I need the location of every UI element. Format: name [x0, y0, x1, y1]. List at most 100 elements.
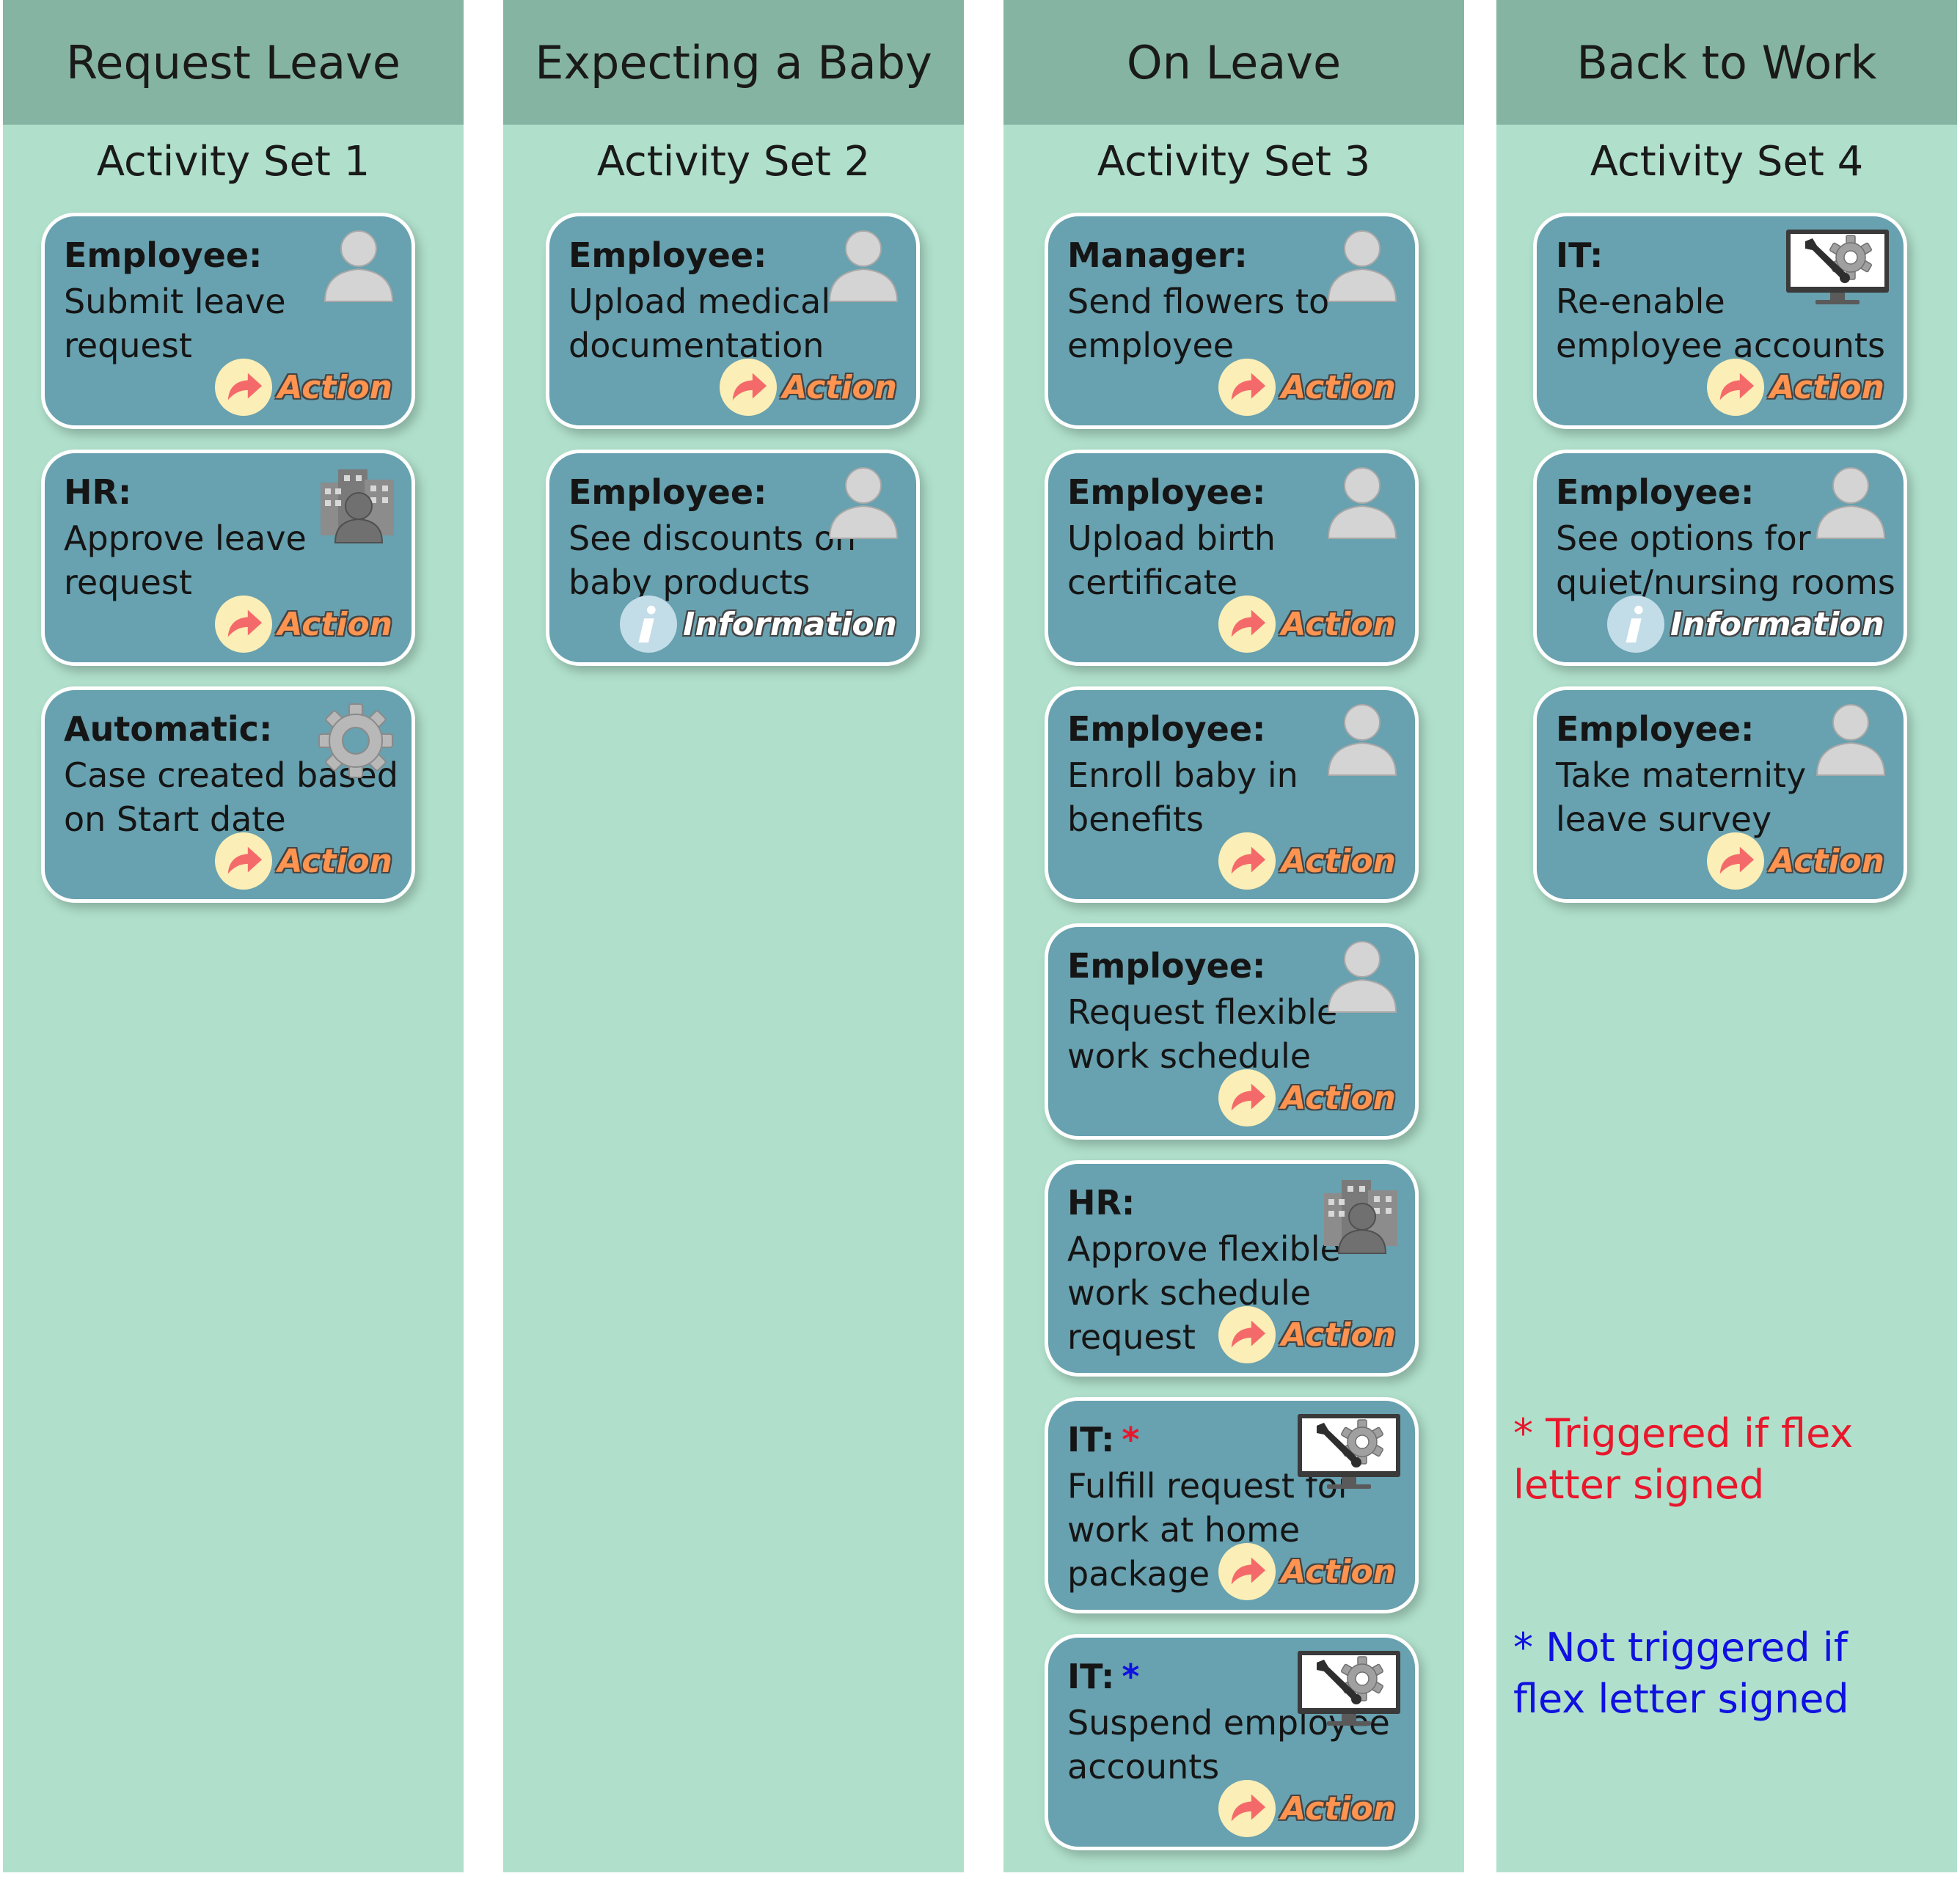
badge-label: Action — [782, 368, 897, 406]
action-badge[interactable]: Action — [1218, 832, 1396, 890]
activity-card[interactable]: Employee: Upload medical documentation Ac… — [546, 213, 920, 429]
card-role: HR: — [1067, 1183, 1135, 1223]
card-role: HR: — [64, 472, 131, 512]
role-label: IT: — [1067, 1657, 1115, 1696]
activity-card[interactable]: Automatic:Case created based on Start da… — [41, 686, 415, 903]
role-label: Employee: — [1556, 709, 1755, 749]
role-label: Employee: — [568, 235, 767, 275]
activity-set-title: Activity Set 2 — [596, 138, 871, 186]
action-badge[interactable]: Action — [1218, 1305, 1396, 1364]
info-icon — [1607, 596, 1665, 653]
action-badge[interactable]: Action — [214, 358, 392, 417]
information-badge[interactable]: Information — [620, 595, 897, 653]
role-label: Employee: — [1067, 709, 1266, 749]
arrow-right-icon — [1218, 359, 1276, 416]
card-description: Request flexible work schedule — [1067, 992, 1338, 1076]
person-icon — [1317, 700, 1405, 781]
activity-card[interactable]: IT:Re-enable employee accounts Action — [1533, 213, 1907, 429]
action-badge[interactable]: Action — [1218, 1779, 1396, 1838]
action-badge[interactable]: Action — [1706, 358, 1884, 417]
card-role: IT: — [1556, 235, 1603, 275]
lane-header: Back to Work — [1496, 0, 1957, 125]
arrow-right-icon — [214, 359, 272, 416]
card-role: Employee: — [1067, 946, 1265, 986]
arrow-right-icon — [1218, 1306, 1276, 1363]
role-label: Employee: — [568, 472, 767, 512]
it-monitor-tools-icon — [1295, 1648, 1405, 1729]
it-monitor-tools-icon — [1783, 227, 1893, 307]
activity-card[interactable]: Employee:See discounts on baby products … — [546, 450, 920, 666]
person-icon — [1317, 227, 1405, 307]
card-role: IT:* — [1067, 1657, 1139, 1696]
activity-card[interactable]: Employee:Enroll baby in benefits Action — [1045, 686, 1419, 903]
card-description: Fulfill request for work at home package — [1067, 1466, 1352, 1594]
card-description: Upload birth certificate — [1067, 519, 1276, 602]
action-badge[interactable]: Action — [719, 358, 897, 417]
card-role: Employee: — [1067, 709, 1265, 749]
card-role: IT:* — [1067, 1420, 1139, 1459]
action-badge[interactable]: Action — [1218, 595, 1396, 653]
card-description: Upload medical documentation — [568, 282, 831, 365]
role-label: HR: — [1067, 1183, 1136, 1223]
lane-header: Expecting a Baby — [503, 0, 964, 125]
role-label: Employee: — [1067, 472, 1266, 512]
badge-label: Action — [1281, 368, 1396, 406]
person-icon — [818, 463, 906, 544]
role-label: IT: — [1067, 1420, 1115, 1459]
lane-header: Request Leave — [3, 0, 464, 125]
lane-header: On Leave — [1003, 0, 1464, 125]
activity-card[interactable]: Employee: Upload birth certificate Action — [1045, 450, 1419, 666]
action-badge[interactable]: Action — [214, 595, 392, 653]
action-badge[interactable]: Action — [1218, 358, 1396, 417]
card-role: Employee: — [64, 235, 262, 275]
card-role: Employee: — [1556, 709, 1754, 749]
badge-label: Action — [1281, 1553, 1396, 1591]
role-label: Employee: — [64, 235, 263, 275]
card-description: See discounts on baby products — [568, 519, 857, 602]
badge-label: Information — [683, 605, 897, 643]
person-icon — [313, 227, 401, 307]
hr-building-icon — [313, 463, 401, 544]
person-icon — [1317, 463, 1405, 544]
activity-card[interactable]: HR: Approve leave request Action — [41, 450, 415, 666]
activity-set-title: Activity Set 1 — [96, 138, 370, 186]
person-icon — [1805, 700, 1893, 781]
card-description: Send flowers to employee — [1067, 282, 1330, 365]
badge-label: Action — [1281, 842, 1396, 880]
action-badge[interactable]: Action — [1706, 832, 1884, 890]
activity-card[interactable]: Employee:Submit leave request Action — [41, 213, 415, 429]
role-label: Manager: — [1067, 235, 1248, 275]
role-label: HR: — [64, 472, 132, 512]
gear-icon — [313, 700, 401, 781]
arrow-right-icon — [1706, 359, 1764, 416]
card-description: Approve leave request — [64, 519, 307, 602]
arrow-right-icon — [1218, 596, 1276, 653]
card-role: Manager: — [1067, 235, 1248, 275]
arrow-right-icon — [1218, 1543, 1276, 1600]
role-label: Employee: — [1067, 946, 1266, 986]
action-badge[interactable]: Action — [214, 832, 392, 890]
trigger-asterisk: * — [1122, 1657, 1140, 1696]
activity-card[interactable]: Employee:See options for quiet/nursing r… — [1533, 450, 1907, 666]
activity-card[interactable]: IT:*Suspend employee accounts Action — [1045, 1634, 1419, 1850]
information-badge[interactable]: Information — [1607, 595, 1884, 653]
card-description: Approve flexible work schedule request — [1067, 1229, 1341, 1357]
info-icon — [620, 596, 678, 653]
action-badge[interactable]: Action — [1218, 1542, 1396, 1601]
arrow-right-icon — [1218, 1780, 1276, 1837]
arrow-right-icon — [719, 359, 777, 416]
activity-card[interactable]: Manager: Send flowers to employee Action — [1045, 213, 1419, 429]
activity-card[interactable]: IT:* Fulfill request for work at home pac… — [1045, 1397, 1419, 1613]
badge-label: Information — [1670, 605, 1884, 643]
activity-card[interactable]: HR: Approve flexible work schedule reques… — [1045, 1160, 1419, 1377]
hr-building-icon — [1317, 1174, 1405, 1255]
trigger-asterisk: * — [1122, 1420, 1140, 1459]
action-badge[interactable]: Action — [1218, 1069, 1396, 1127]
role-label: IT: — [1556, 235, 1604, 275]
activity-card[interactable]: Employee:Take maternity leave survey Act… — [1533, 686, 1907, 903]
note-triggered: * Triggered if flex letter signed — [1513, 1410, 1854, 1508]
card-role: Employee: — [568, 472, 767, 512]
activity-card[interactable]: Employee:Request flexible work schedule … — [1045, 923, 1419, 1140]
badge-label: Action — [1281, 1316, 1396, 1354]
it-monitor-tools-icon — [1295, 1411, 1405, 1492]
